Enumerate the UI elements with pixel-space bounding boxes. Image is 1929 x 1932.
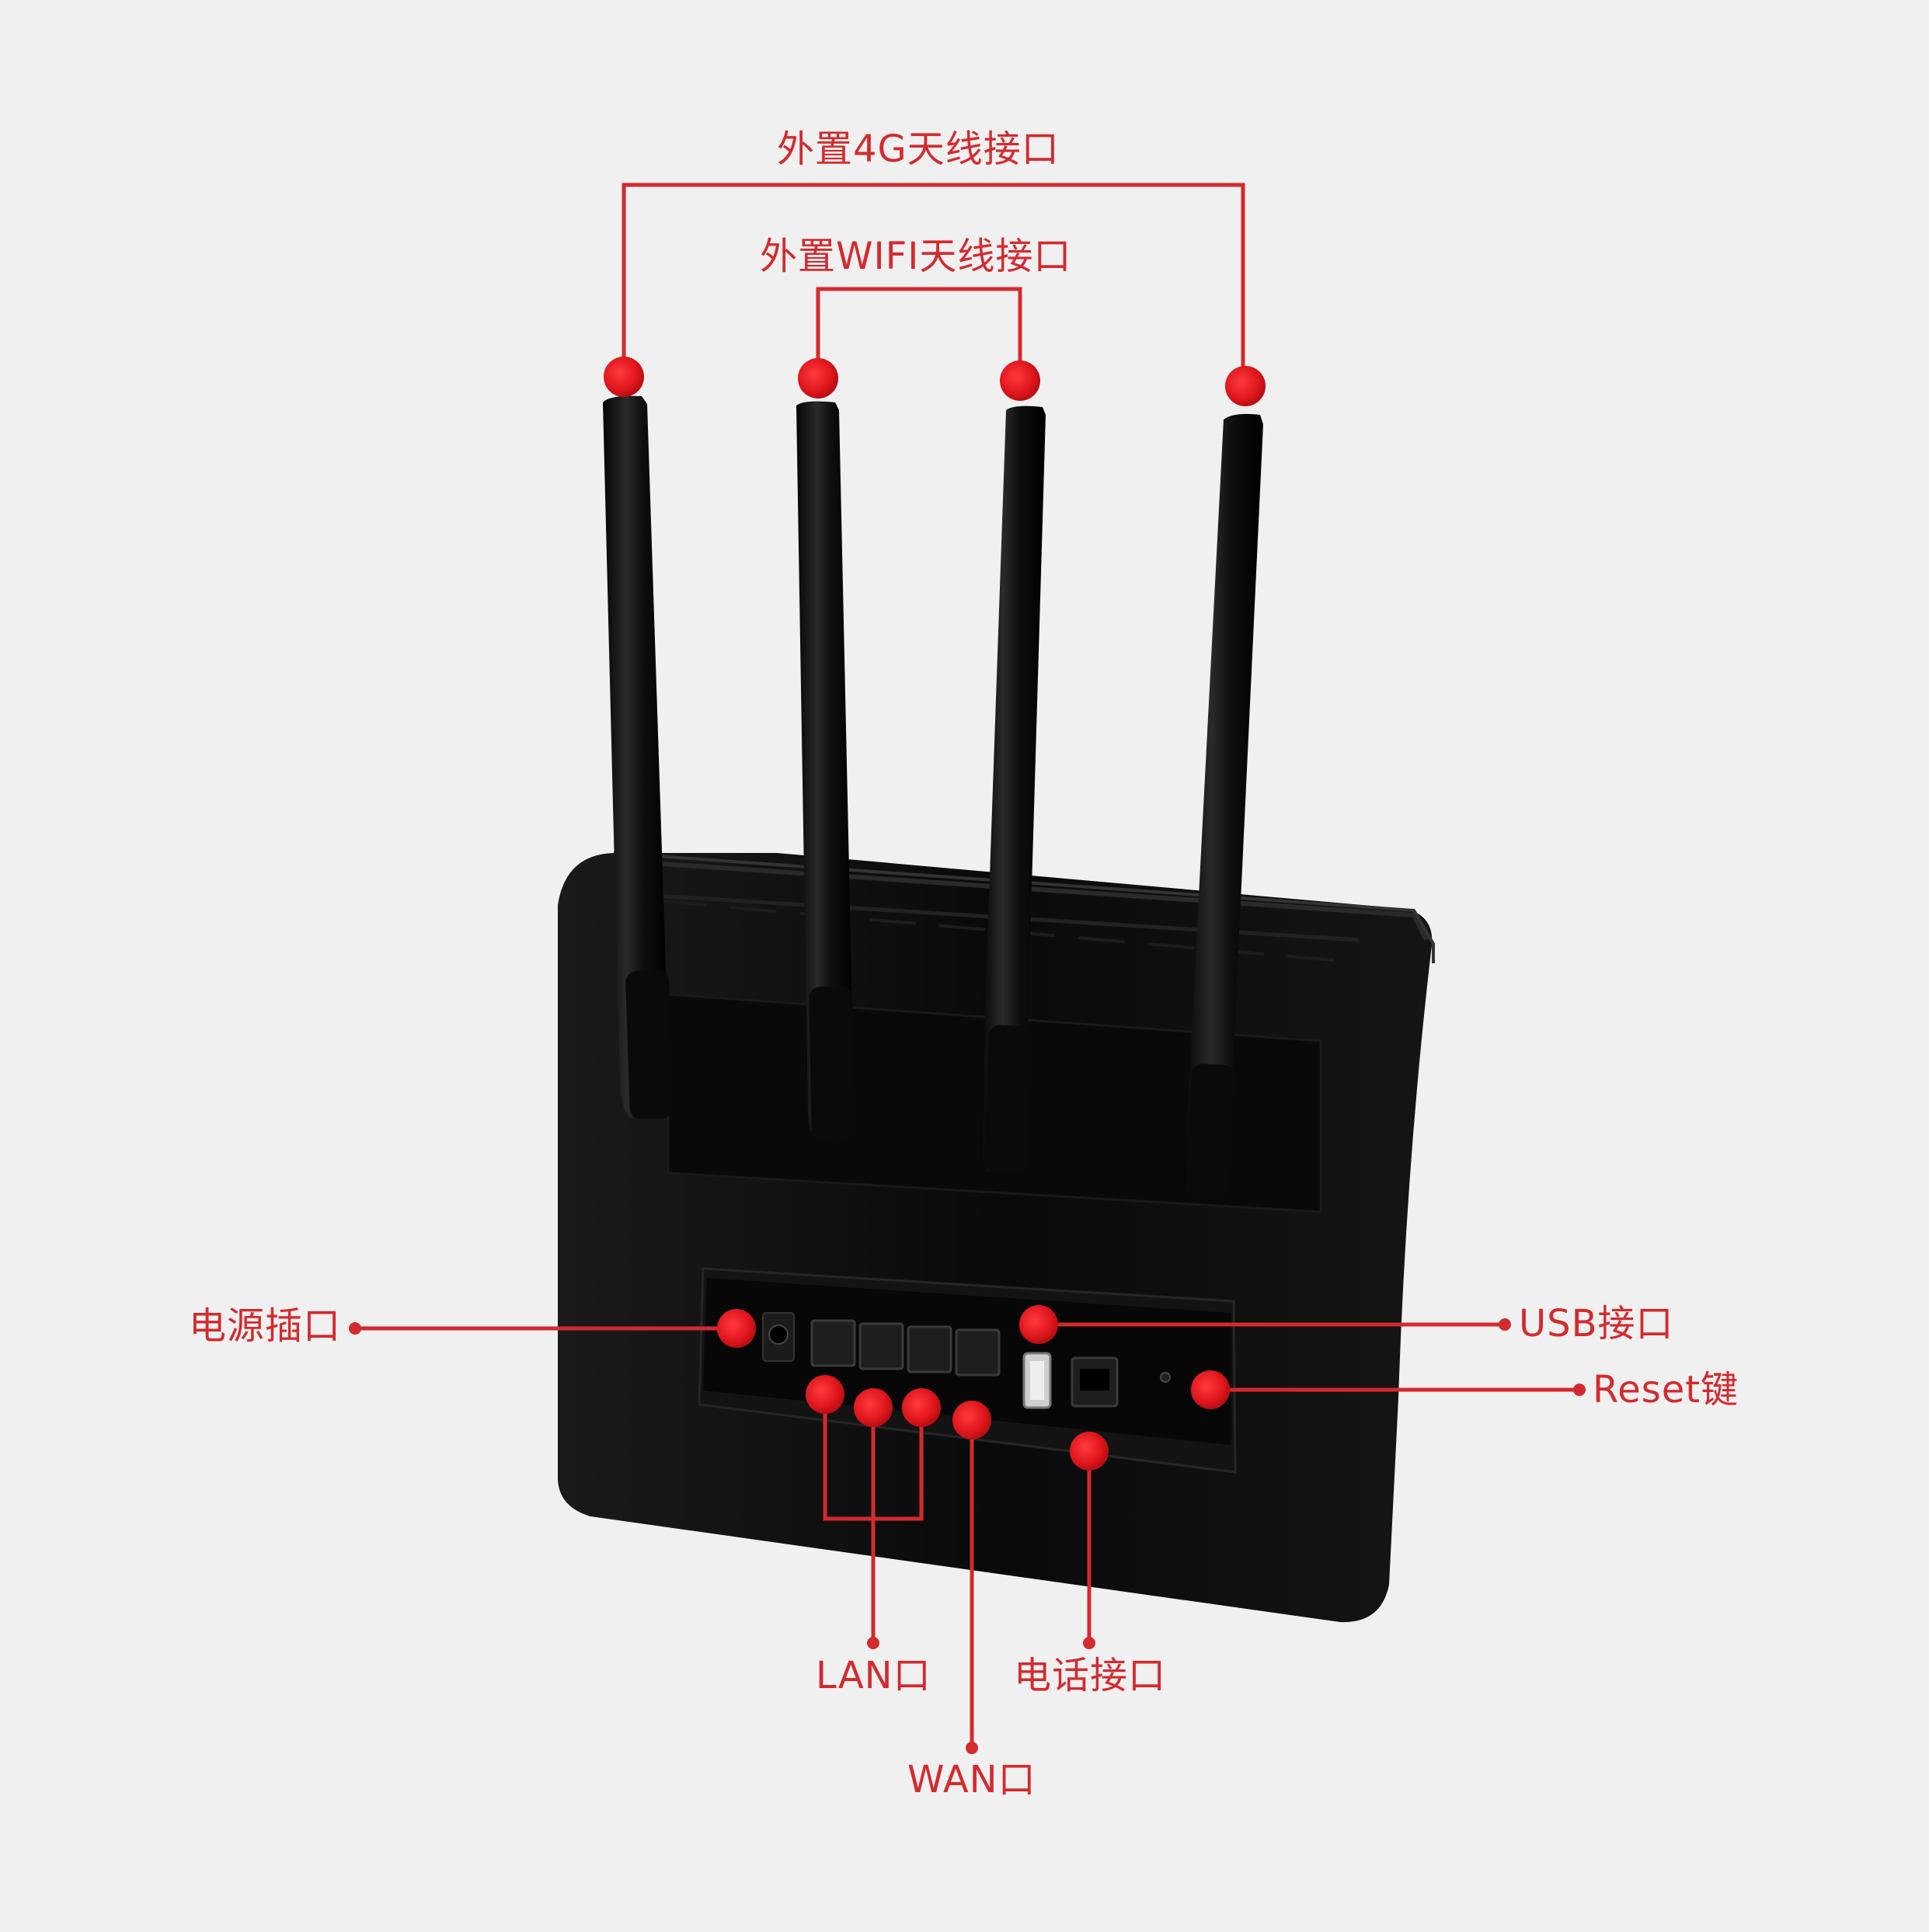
label-wan: WAN口 bbox=[907, 1758, 1036, 1801]
label-wifi-antenna: 外置WIFI天线接口 bbox=[760, 235, 1072, 278]
antenna-2 bbox=[796, 401, 855, 1143]
label-reset: Reset键 bbox=[1593, 1368, 1739, 1412]
annotation-end-dots bbox=[349, 1318, 1586, 1754]
annotation-lines bbox=[355, 183, 1579, 1748]
antenna-1 bbox=[603, 395, 674, 1119]
antenna-4 bbox=[1183, 413, 1263, 1201]
antenna-3 bbox=[980, 406, 1046, 1174]
label-4g-antenna: 外置4G天线接口 bbox=[777, 127, 1060, 171]
label-power: 电源插口 bbox=[189, 1304, 342, 1348]
label-lan: LAN口 bbox=[816, 1654, 931, 1697]
antennas bbox=[603, 395, 1263, 1201]
annotation-markers bbox=[604, 357, 1266, 1471]
label-phone: 电话接口 bbox=[1014, 1654, 1167, 1697]
label-usb: USB接口 bbox=[1519, 1302, 1674, 1345]
